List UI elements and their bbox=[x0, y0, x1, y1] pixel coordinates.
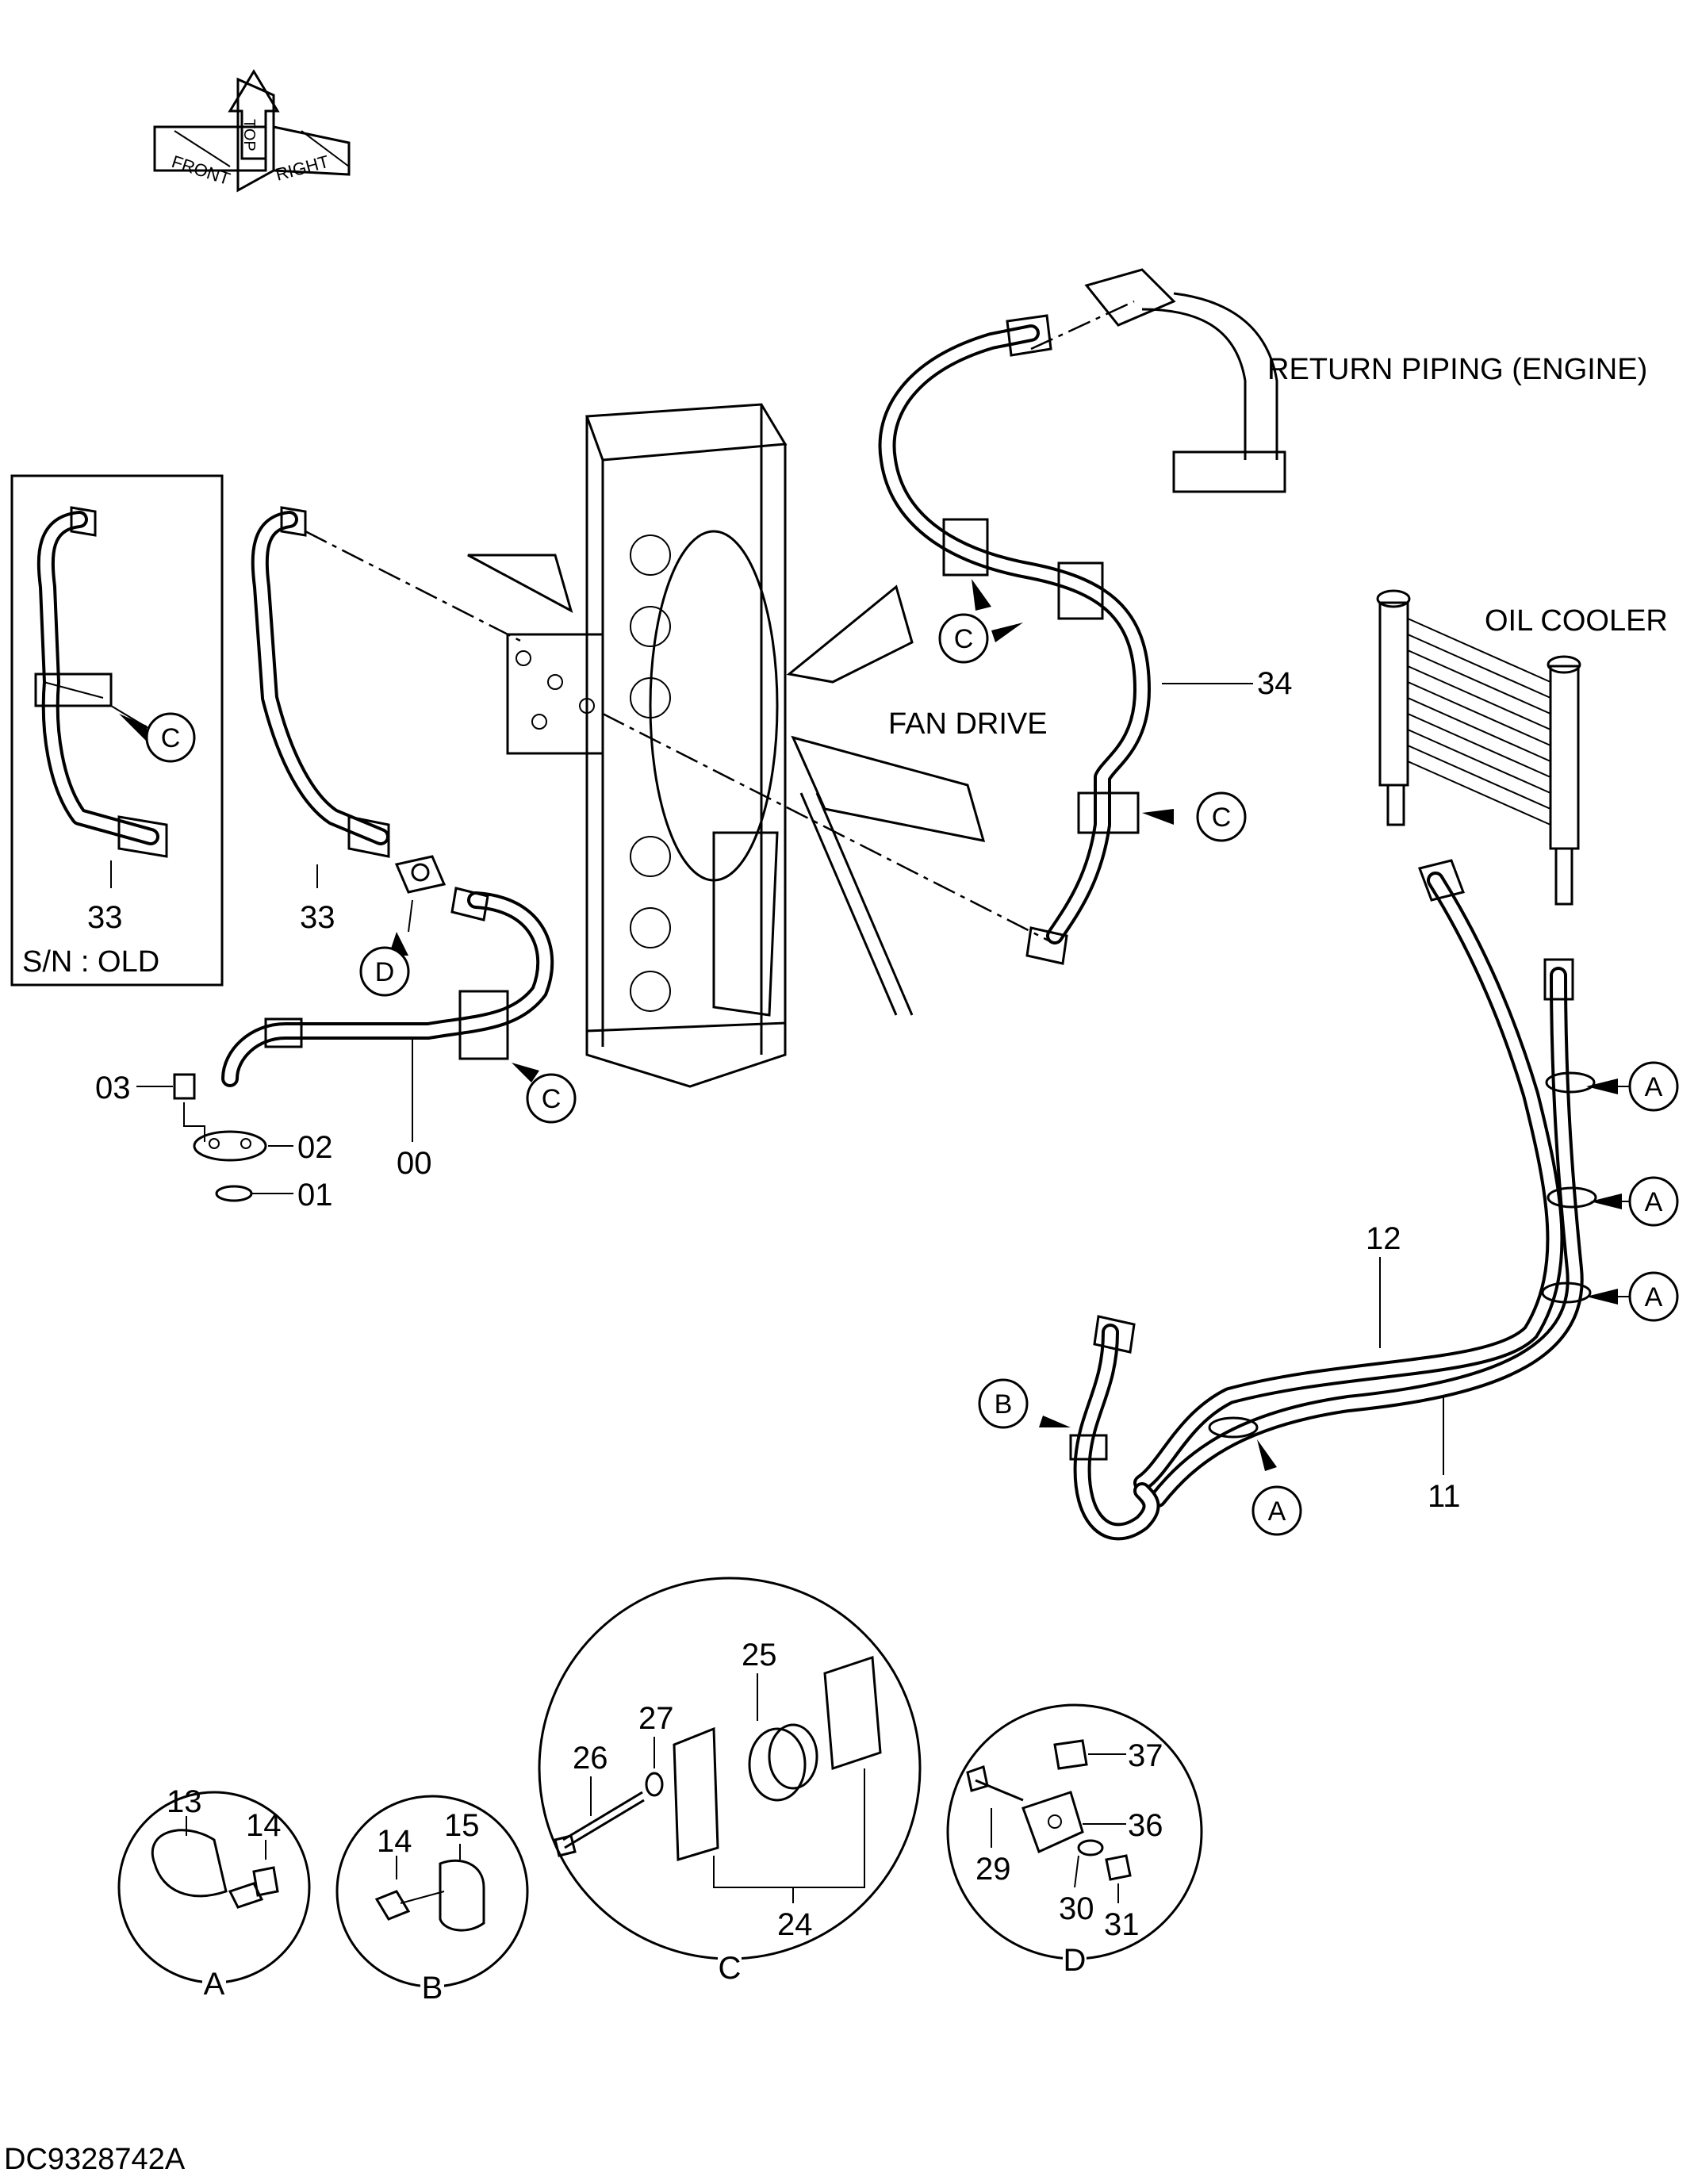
pipe-34: 34 bbox=[878, 314, 1293, 965]
return-piping-label: RETURN PIPING (ENGINE) bbox=[1267, 353, 1647, 386]
drawing-id: DC9328742A bbox=[4, 2143, 186, 2176]
pipe-00: 00 bbox=[221, 887, 554, 1181]
detail-view-b: 14 15 B bbox=[335, 1795, 529, 2006]
callout-c-pipe00-letter: C bbox=[542, 1084, 562, 1114]
callout-a-2-letter: A bbox=[1645, 1187, 1663, 1217]
fan-drive-frame: FAN DRIVE bbox=[467, 403, 1056, 1088]
callout-a-4: A bbox=[1251, 1439, 1302, 1536]
part-02-label: 02 bbox=[297, 1130, 333, 1165]
detail-view-a: 13 14 A bbox=[117, 1784, 311, 2002]
detail-c-letter: C bbox=[719, 1951, 742, 1986]
callout-c-top-right-letter: C bbox=[954, 624, 974, 654]
detail-view-d: 37 29 36 30 31 D bbox=[946, 1703, 1203, 1978]
callout-a-3-letter: A bbox=[1645, 1282, 1663, 1312]
detail-b-part-14: 14 bbox=[377, 1824, 412, 1859]
bracket-d bbox=[394, 855, 447, 933]
part-33-old-label: 33 bbox=[87, 900, 123, 935]
callout-b-letter: B bbox=[995, 1389, 1013, 1420]
direction-indicator: FRONT TOP RIGHT bbox=[153, 69, 351, 193]
detail-d-part-29: 29 bbox=[975, 1852, 1011, 1887]
callout-c-top-left-letter: C bbox=[954, 624, 974, 654]
detail-d-part-31: 31 bbox=[1104, 1907, 1140, 1942]
detail-d-part-37: 37 bbox=[1128, 1738, 1163, 1773]
part-12-label: 12 bbox=[1366, 1221, 1401, 1256]
callout-a-3: A bbox=[1586, 1271, 1679, 1322]
oil-cooler: OIL COOLER bbox=[1376, 589, 1668, 906]
part-01-label: 01 bbox=[297, 1178, 333, 1213]
return-piping: RETURN PIPING (ENGINE) bbox=[1030, 268, 1647, 493]
detail-c-part-25: 25 bbox=[742, 1638, 777, 1672]
callout-c-pipe34: C bbox=[1142, 791, 1247, 842]
detail-d-part-30: 30 bbox=[1059, 1891, 1094, 1926]
callout-b: B bbox=[978, 1378, 1071, 1429]
oil-cooler-label: OIL COOLER bbox=[1485, 604, 1668, 638]
detail-a-part-13: 13 bbox=[167, 1784, 202, 1819]
cooler-fins bbox=[1407, 618, 1551, 826]
callout-a-2: A bbox=[1590, 1176, 1679, 1227]
callout-c-pipe34-letter: C bbox=[1212, 803, 1232, 833]
callout-c-old-letter: C bbox=[161, 723, 181, 753]
part-03-label: 03 bbox=[95, 1071, 131, 1105]
part-33-label: 33 bbox=[300, 900, 335, 935]
callout-a-1-letter: A bbox=[1645, 1072, 1663, 1102]
detail-c-part-27: 27 bbox=[638, 1701, 674, 1736]
callout-c-old: C bbox=[119, 712, 196, 763]
callout-a-1: A bbox=[1586, 1061, 1679, 1112]
part-00-label: 00 bbox=[397, 1146, 432, 1181]
top-label: TOP bbox=[240, 119, 258, 151]
serial-note: S/N : OLD bbox=[22, 945, 159, 979]
hose-12: 12 bbox=[1133, 859, 1564, 1492]
part-34-label: 34 bbox=[1257, 666, 1293, 701]
detail-d-part-36: 36 bbox=[1128, 1808, 1163, 1843]
fan-drive-label: FAN DRIVE bbox=[888, 707, 1048, 741]
callout-d-letter: D bbox=[375, 957, 395, 987]
hose-b bbox=[1069, 1071, 1597, 1541]
pipe-33: 33 bbox=[251, 506, 524, 935]
detail-a-part-14: 14 bbox=[246, 1808, 282, 1843]
detail-b-letter: B bbox=[422, 1971, 443, 2006]
detail-c-part-26: 26 bbox=[573, 1741, 608, 1776]
flange-parts: 03 02 01 bbox=[95, 1071, 333, 1213]
detail-a-letter: A bbox=[204, 1967, 225, 2002]
callout-d: D bbox=[359, 932, 410, 997]
right-label: RIGHT bbox=[274, 151, 332, 185]
callout-a-4-letter: A bbox=[1268, 1496, 1286, 1527]
old-serial-box: 33 S/N : OLD bbox=[10, 474, 224, 987]
detail-view-c: 26 27 25 24 C bbox=[538, 1577, 922, 1986]
detail-c-part-24: 24 bbox=[777, 1907, 813, 1942]
callout-c-top-left: C bbox=[938, 579, 991, 664]
detail-d-letter: D bbox=[1064, 1943, 1087, 1978]
detail-b-part-15: 15 bbox=[444, 1808, 480, 1843]
hose-11: 11 bbox=[1149, 958, 1584, 1514]
front-label: FRONT bbox=[169, 151, 232, 189]
callout-c-top-right: C bbox=[954, 623, 1023, 654]
part-11-label: 11 bbox=[1428, 1479, 1461, 1514]
callout-c-pipe00: C bbox=[512, 1063, 577, 1124]
